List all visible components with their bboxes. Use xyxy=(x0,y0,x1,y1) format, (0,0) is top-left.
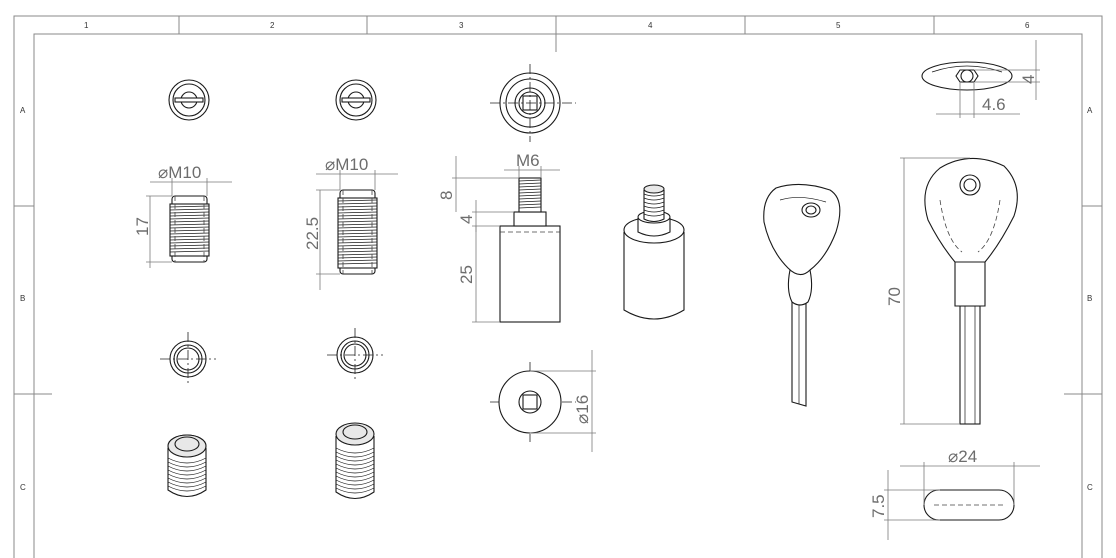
dimension-25: 25 xyxy=(457,226,500,323)
dimension-diameter-16: ⌀16 xyxy=(530,350,596,452)
zone-label-top: 5 xyxy=(836,21,841,30)
dim-text-4-6: 4.6 xyxy=(982,95,1006,114)
zone-label-right: B xyxy=(1087,294,1092,303)
zone-label-left: A xyxy=(20,106,26,115)
dimension-diameter-24: ⌀24 xyxy=(900,447,1040,505)
dim-text-17: 17 xyxy=(133,217,152,236)
dimension-4-6: 4.6 xyxy=(936,82,1020,118)
key-top-view xyxy=(921,61,1013,91)
dim-text-70: 70 xyxy=(885,287,904,306)
stud-top-view xyxy=(490,64,576,142)
dim-text-diameter-16: ⌀16 xyxy=(573,395,592,424)
dimension-8: 8 xyxy=(437,156,519,212)
dim-text-8: 8 xyxy=(437,191,456,200)
zone-label-left: C xyxy=(20,483,26,492)
zone-label-left: B xyxy=(20,294,25,303)
dim-text-4-hex: 4 xyxy=(1019,75,1038,84)
key-isometric xyxy=(763,183,841,407)
zone-label-top: 4 xyxy=(648,21,653,30)
stud-bottom-view xyxy=(490,362,576,442)
set-screw-short-bottom-view xyxy=(160,332,216,386)
zone-label-right: C xyxy=(1087,483,1093,492)
dim-text-7-5: 7.5 xyxy=(869,494,888,518)
dim-text-25: 25 xyxy=(457,265,476,284)
dimension-70: 70 xyxy=(885,157,970,425)
set-screw-long-isometric xyxy=(335,422,375,500)
dimension-m10-short: ⌀M10 xyxy=(150,163,232,196)
dim-text-diameter-24: ⌀24 xyxy=(948,447,977,466)
zone-label-top: 2 xyxy=(270,21,275,30)
zone-label-right: A xyxy=(1087,106,1093,115)
set-screw-short-front-view xyxy=(169,195,210,263)
zone-label-top: 3 xyxy=(459,21,464,30)
stud-front-view xyxy=(499,177,561,323)
zone-label-top: 6 xyxy=(1025,21,1030,30)
dimension-m10-long: ⌀M10 xyxy=(316,155,398,190)
dim-text-m10-long: ⌀M10 xyxy=(325,155,368,174)
dimension-17: 17 xyxy=(133,195,172,268)
key-front-view xyxy=(924,157,1018,425)
dimension-m6: M6 xyxy=(504,151,560,178)
zone-label-top: 1 xyxy=(84,21,89,30)
stud-isometric xyxy=(623,184,685,320)
set-screw-short-top-view xyxy=(168,79,210,121)
dim-text-m10-short: ⌀M10 xyxy=(158,163,201,182)
sheet-frame xyxy=(13,15,1103,558)
dim-text-m6: M6 xyxy=(516,151,540,170)
zone-labels: 1 2 3 4 5 6 A B C A B C xyxy=(20,21,1093,492)
dimension-4-hex: 4 xyxy=(975,40,1040,100)
set-screw-short-isometric xyxy=(167,434,207,498)
dimension-7-5: 7.5 xyxy=(869,470,940,540)
ring-side-view xyxy=(923,489,1015,521)
set-screw-long-top-view xyxy=(335,79,377,121)
set-screw-long-bottom-view xyxy=(327,328,383,382)
dim-text-4-collar: 4 xyxy=(457,215,476,224)
dimension-22-5: 22.5 xyxy=(303,189,340,290)
set-screw-long-front-view xyxy=(337,189,378,275)
dim-text-22-5: 22.5 xyxy=(303,217,322,250)
